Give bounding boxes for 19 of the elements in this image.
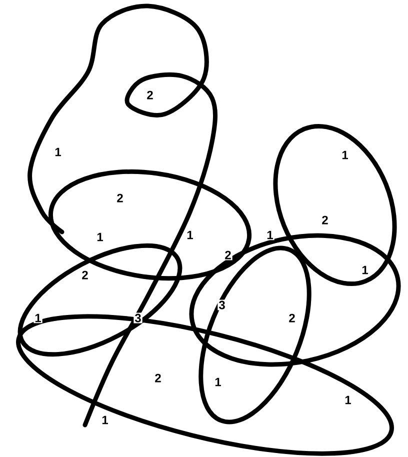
region-number: 1 xyxy=(266,230,274,240)
region-number: 1 xyxy=(186,230,194,240)
region-number: 2 xyxy=(288,312,296,324)
region-number: 2 xyxy=(146,90,154,100)
region-number: 1 xyxy=(344,394,352,406)
region-number: 2 xyxy=(320,214,330,226)
region-number: 3 xyxy=(218,300,226,310)
region-number: 1 xyxy=(214,376,222,388)
region-number: 2 xyxy=(80,270,90,280)
region-number: 2 xyxy=(224,250,232,260)
region-number: 1 xyxy=(34,312,42,324)
region-number: 1 xyxy=(360,264,370,276)
region-number: 1 xyxy=(54,146,62,158)
region-number: 3 xyxy=(134,312,142,324)
region-number: 1 xyxy=(340,150,350,160)
region-number: 2 xyxy=(154,372,162,384)
region-number: 1 xyxy=(100,414,110,426)
region-number: 2 xyxy=(116,192,124,204)
region-number: 1 xyxy=(96,232,104,242)
